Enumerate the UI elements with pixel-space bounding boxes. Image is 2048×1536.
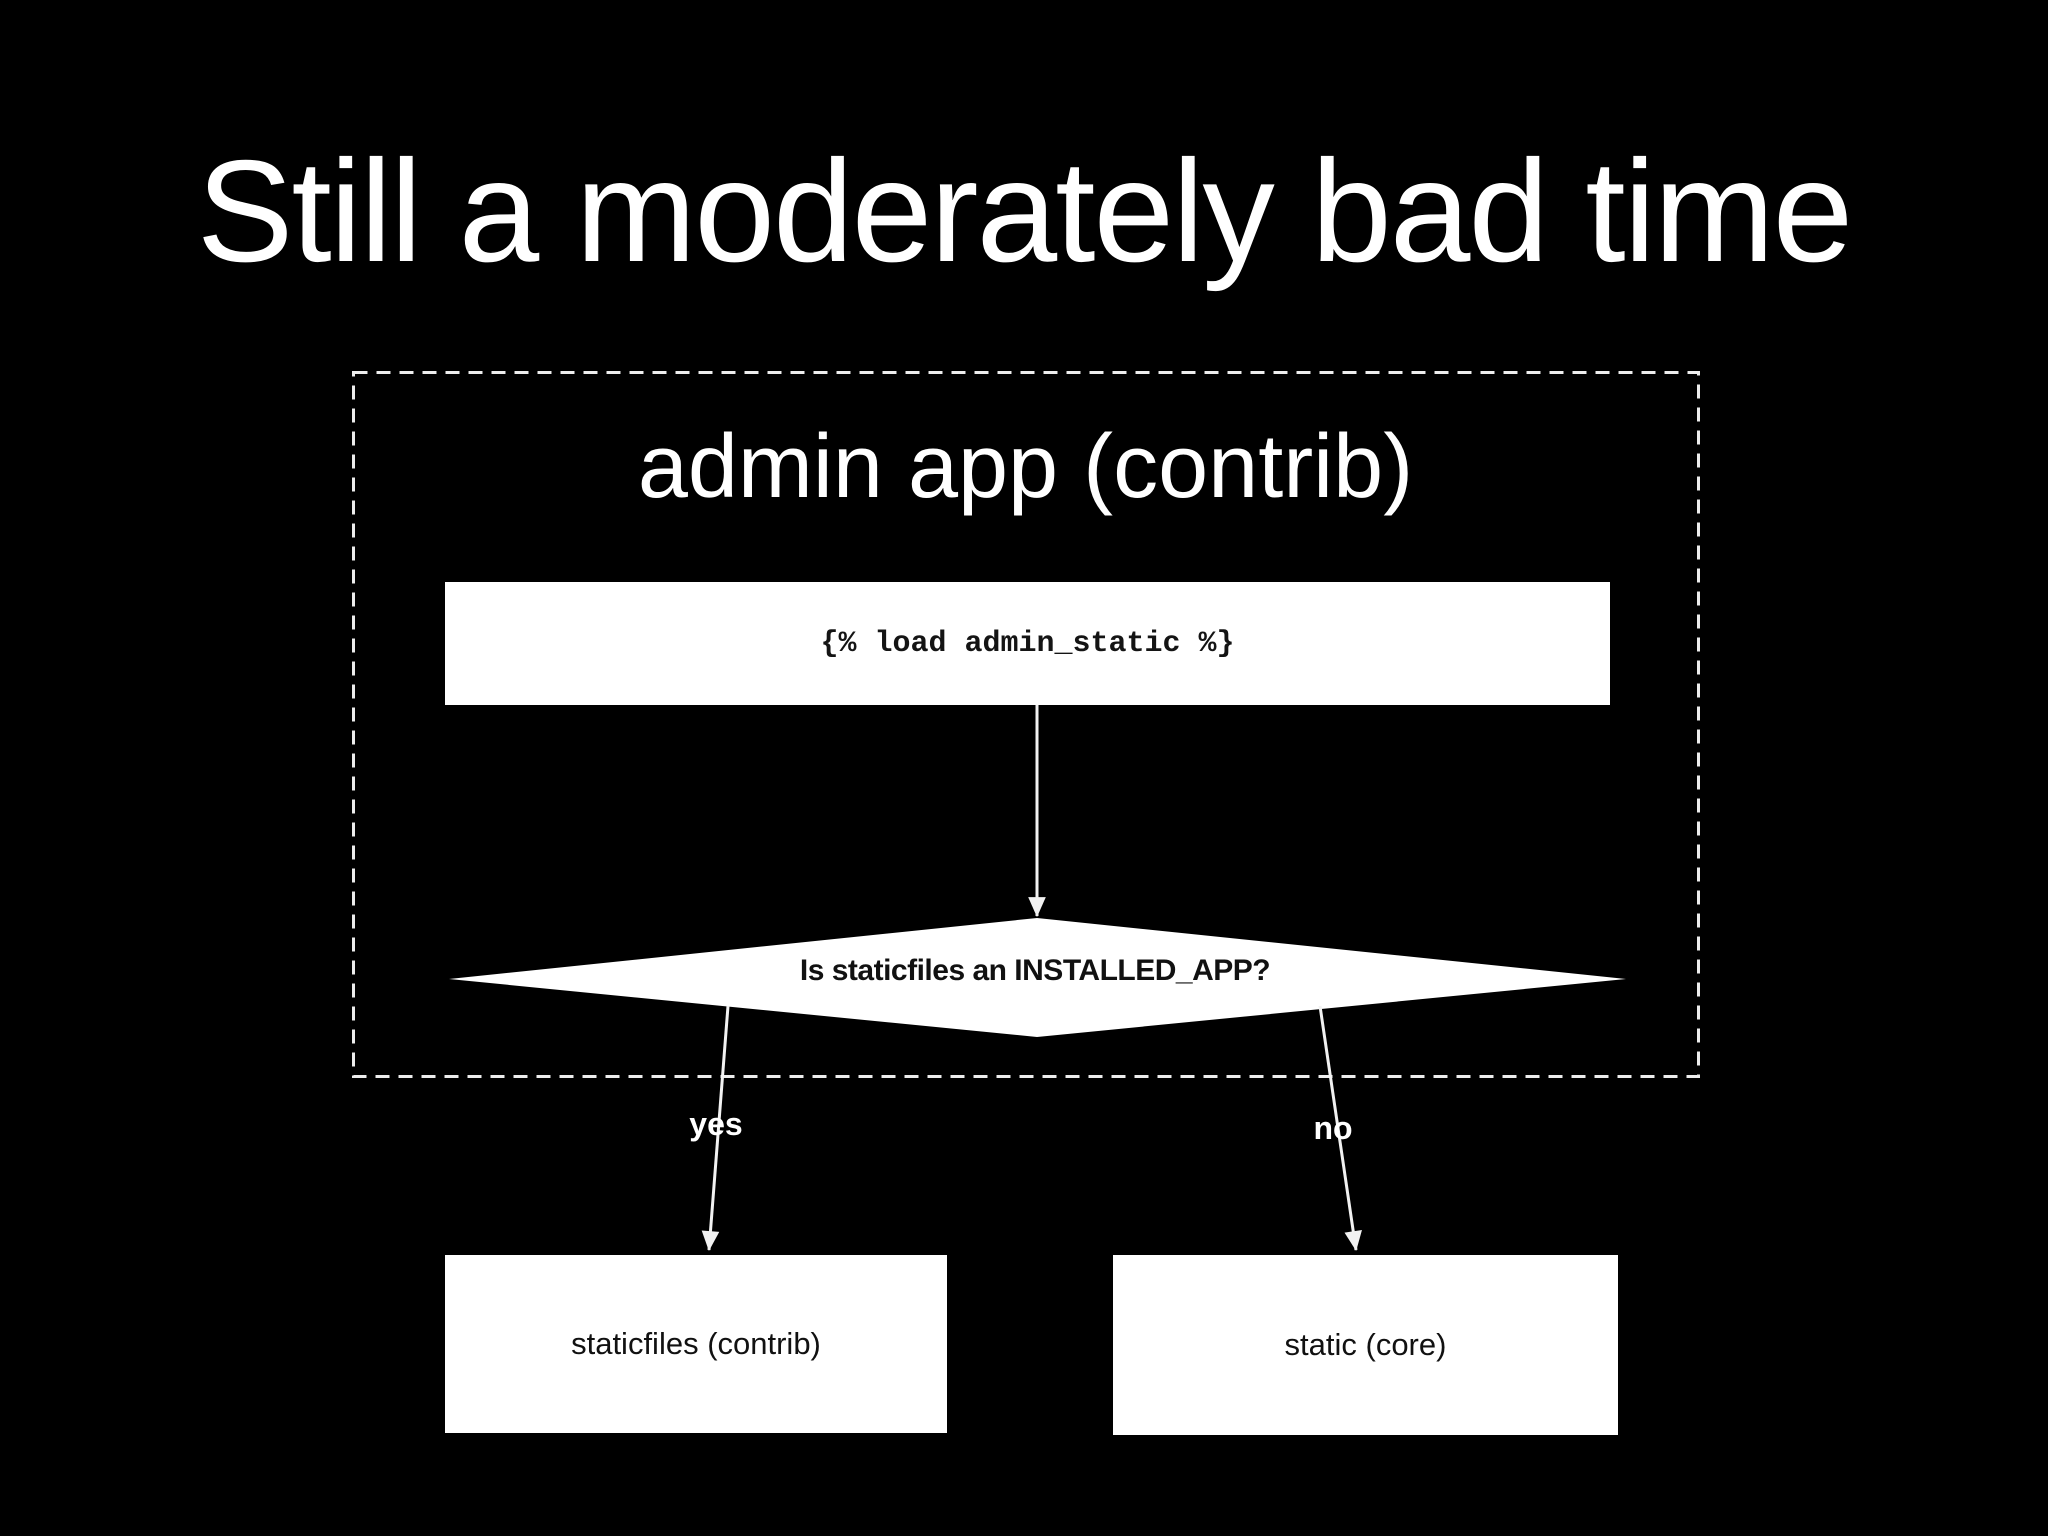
staticfiles-contrib-label: staticfiles (contrib) <box>571 1326 821 1361</box>
slide-title: Still a moderately bad time <box>196 130 1854 292</box>
decision-node-label: Is staticfiles an INSTALLED_APP? <box>799 954 1271 987</box>
static-core-node: static (core) <box>1113 1255 1618 1435</box>
load-admin-static-node: {% load admin_static %} <box>445 582 1610 705</box>
load-admin-static-code: {% load admin_static %} <box>820 626 1235 661</box>
static-core-label: static (core) <box>1284 1327 1447 1362</box>
no-edge-label: no <box>1313 1110 1353 1146</box>
admin-app-group-label: admin app (contrib) <box>637 417 1414 517</box>
staticfiles-contrib-node: staticfiles (contrib) <box>445 1255 947 1433</box>
yes-edge-label: yes <box>689 1106 743 1142</box>
